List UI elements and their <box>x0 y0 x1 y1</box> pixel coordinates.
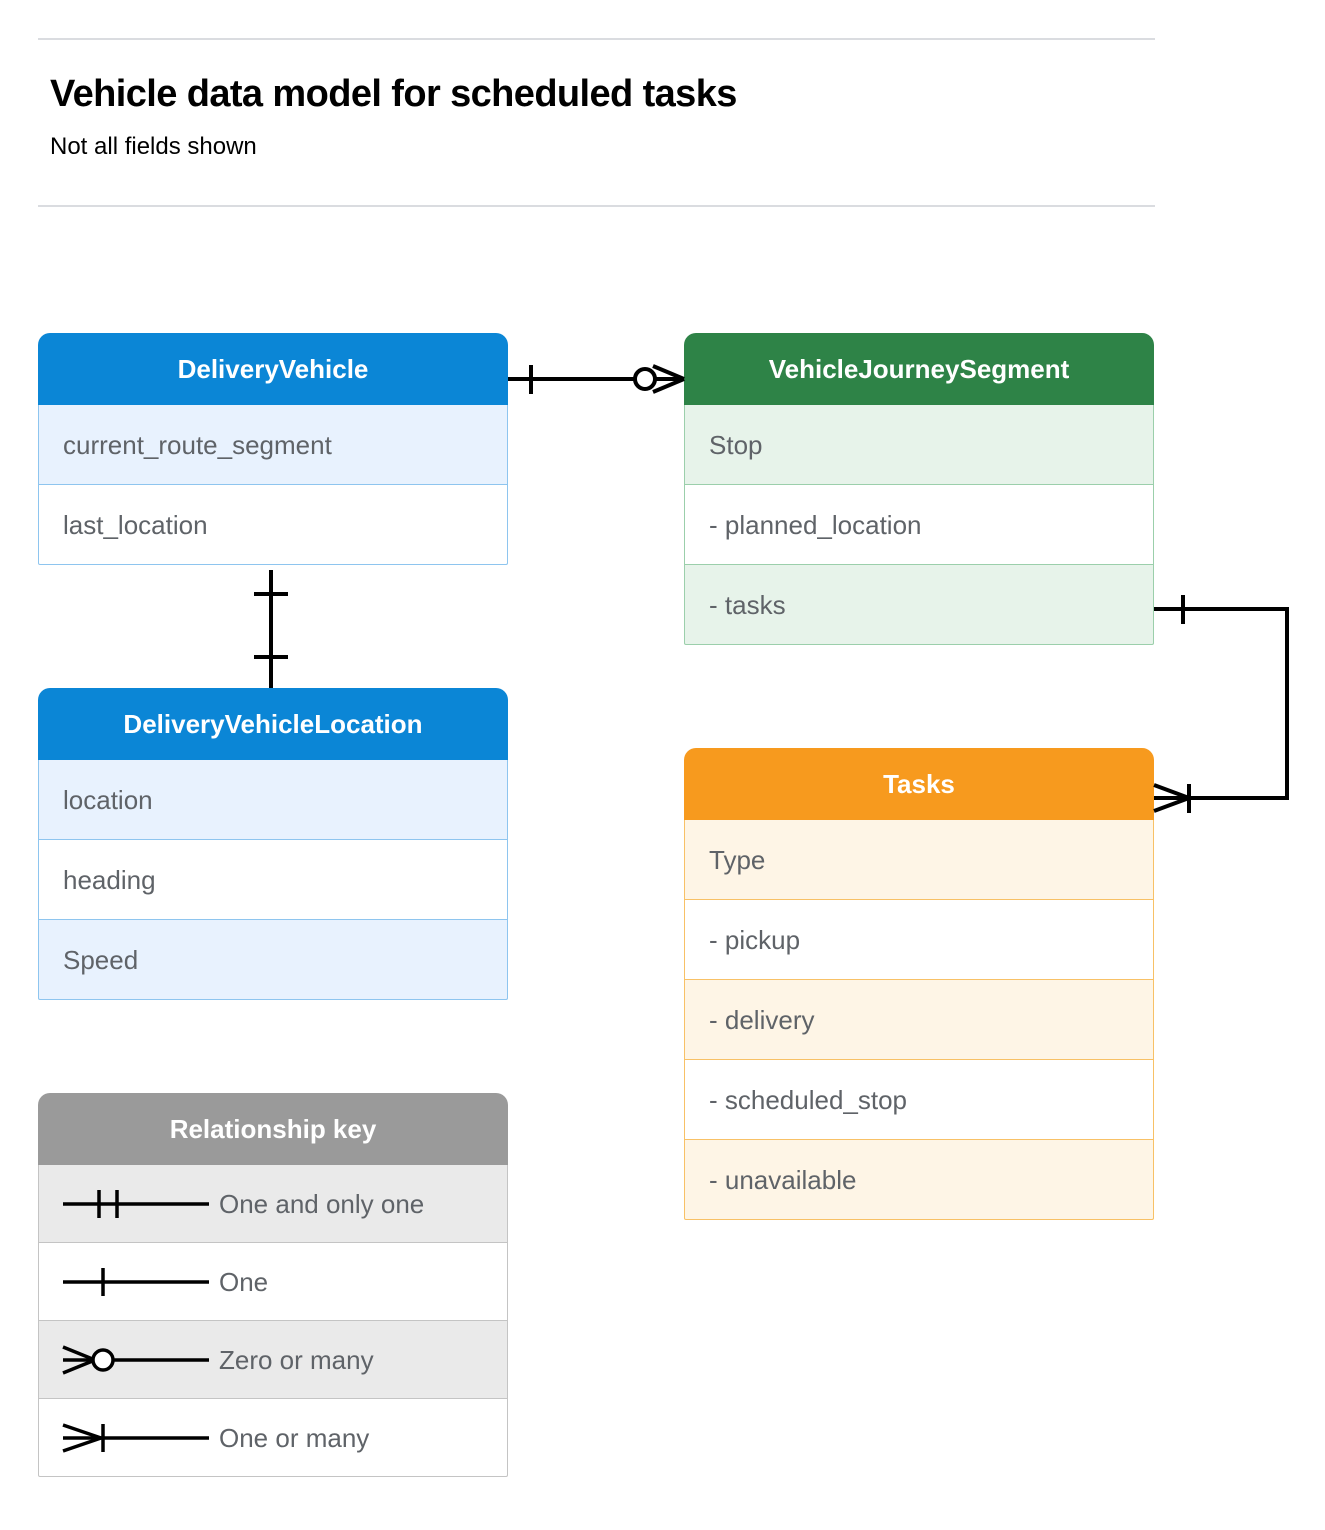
entity-vehicle-journey-segment[interactable]: VehicleJourneySegment Stop - planned_loc… <box>684 333 1154 645</box>
header-divider-bottom <box>38 205 1155 207</box>
entity-delivery-vehicle-location[interactable]: DeliveryVehicleLocation location heading… <box>38 688 508 1000</box>
entity-title: DeliveryVehicleLocation <box>38 688 508 760</box>
entity-field-row: location <box>38 760 508 840</box>
entity-title: Tasks <box>684 748 1154 820</box>
entity-field-row: Stop <box>684 405 1154 485</box>
legend-item-label: One and only one <box>219 1189 425 1219</box>
entity-field-row: current_route_segment <box>38 405 508 485</box>
page-title: Vehicle data model for scheduled tasks <box>50 73 737 115</box>
entity-delivery-vehicle[interactable]: DeliveryVehicle current_route_segment la… <box>38 333 508 565</box>
legend-item-label: One <box>219 1267 269 1297</box>
connector-deliveryvehicle-to-journeysegment <box>508 364 685 394</box>
legend-item: Zero or many <box>38 1321 508 1399</box>
header-divider-top <box>38 38 1155 40</box>
entity-field-row: - unavailable <box>684 1140 1154 1220</box>
one-and-only-one-symbol <box>63 1189 209 1218</box>
legend-title: Relationship key <box>38 1093 508 1165</box>
entity-field-row: - scheduled_stop <box>684 1060 1154 1140</box>
one-symbol <box>63 1267 209 1296</box>
entity-title: VehicleJourneySegment <box>684 333 1154 405</box>
entity-field-row: Speed <box>38 920 508 1000</box>
connector-deliveryvehicle-to-vehiclelocation <box>254 570 288 688</box>
entity-field-row: - planned_location <box>684 485 1154 565</box>
legend-item: One <box>38 1243 508 1321</box>
zero-or-many-symbol <box>62 1344 209 1375</box>
legend-item-label: One or many <box>219 1423 370 1453</box>
entity-title: DeliveryVehicle <box>38 333 508 405</box>
legend-item-label: Zero or many <box>219 1345 374 1375</box>
connector-journeysegment-tasks-to-tasks <box>1153 595 1289 813</box>
one-or-many-symbol <box>62 1422 209 1453</box>
entity-field-row: - tasks <box>684 565 1154 645</box>
entity-field-row: heading <box>38 840 508 920</box>
page-subtitle: Not all fields shown <box>50 133 257 160</box>
entity-field-row: - pickup <box>684 900 1154 980</box>
legend-item: One and only one <box>38 1165 508 1243</box>
relationship-key-legend: Relationship key One and only one One <box>38 1093 508 1477</box>
entity-tasks[interactable]: Tasks Type - pickup - delivery - schedul… <box>684 748 1154 1220</box>
entity-field-row: last_location <box>38 485 508 565</box>
entity-field-row: Type <box>684 820 1154 900</box>
entity-field-row: - delivery <box>684 980 1154 1060</box>
legend-item: One or many <box>38 1399 508 1477</box>
